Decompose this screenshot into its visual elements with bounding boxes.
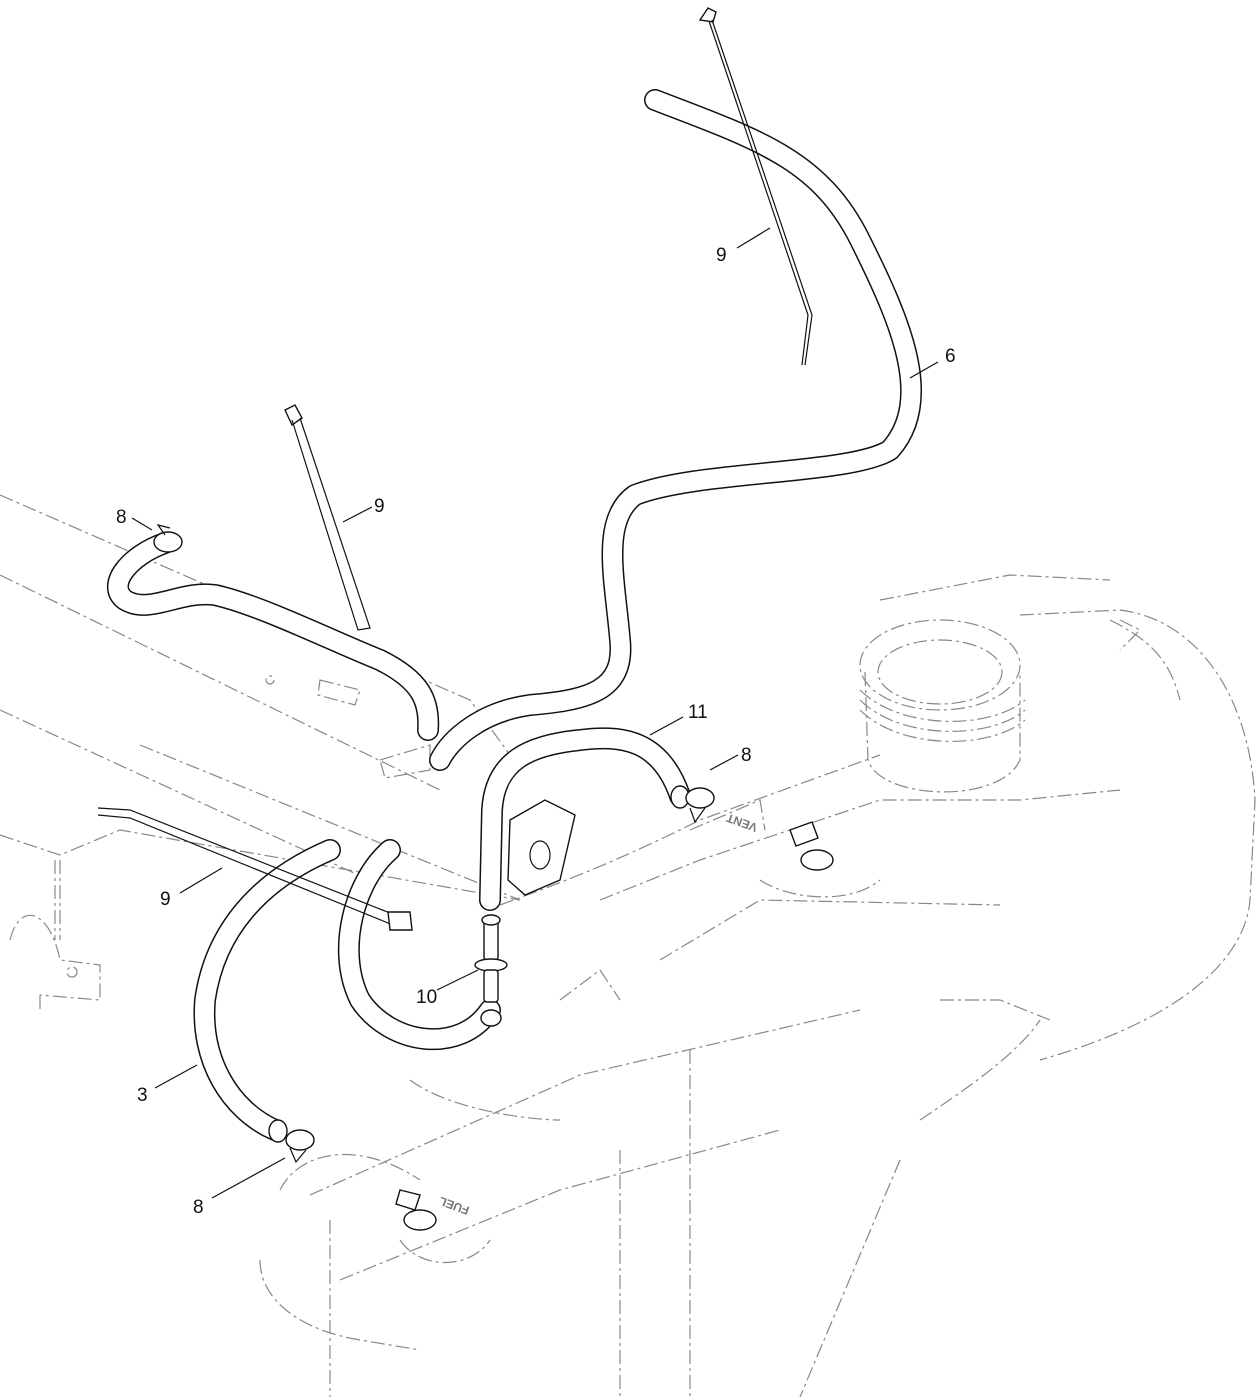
fuel-fitting: FUEL xyxy=(395,1189,471,1231)
callout-6: 6 xyxy=(945,346,956,367)
cable-tie-left xyxy=(97,807,413,931)
leader-lines xyxy=(131,227,939,1199)
hose-clamp-right xyxy=(685,787,715,824)
callout-11: 11 xyxy=(688,702,708,723)
callout-8-right: 8 xyxy=(741,745,752,766)
fuel-stamp: FUEL xyxy=(437,1194,471,1218)
hose-6 xyxy=(429,89,923,771)
callout-10: 10 xyxy=(416,987,437,1008)
hose-3 xyxy=(193,839,341,1143)
callout-3: 3 xyxy=(137,1085,148,1106)
callout-9-left: 9 xyxy=(160,889,171,910)
mount-bracket xyxy=(507,799,576,896)
hose-upper-left xyxy=(106,532,440,741)
hose-clamp-bottom xyxy=(285,1129,315,1164)
tank-phantom xyxy=(259,574,1256,1397)
callout-8-bottom: 8 xyxy=(193,1197,204,1218)
callout-9-mid: 9 xyxy=(374,496,385,517)
callout-9-top: 9 xyxy=(716,245,727,266)
frame-phantom xyxy=(0,494,521,1010)
hose-11 xyxy=(479,727,691,911)
vent-stamp: VENT xyxy=(724,810,759,834)
callout-8-topleft: 8 xyxy=(116,507,127,528)
callout-labels: 9 6 9 8 11 8 9 10 3 8 xyxy=(116,245,956,1218)
hose-lower-loop xyxy=(337,839,502,1051)
tee-fitting-10 xyxy=(474,914,508,1003)
hose-clamp-topleft xyxy=(153,524,183,553)
cable-tie-top xyxy=(698,7,813,366)
cable-tie-mid xyxy=(284,404,371,631)
vent-fitting: VENT xyxy=(724,810,834,871)
